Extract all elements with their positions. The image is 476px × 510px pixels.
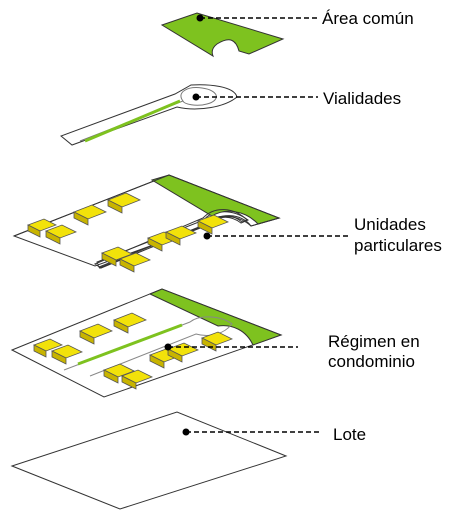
label-vialidades-line: Vialidades (323, 89, 401, 108)
label-regimen-line-1: Régimen en (328, 332, 420, 351)
unit-block (197, 220, 213, 235)
unit-block (45, 230, 61, 245)
unit-block (165, 231, 181, 246)
layer-vialidades: Vialidades (60, 84, 401, 146)
common-area-shape (160, 12, 285, 58)
road-green-strip (84, 99, 181, 143)
layer-area-comun: Área común (160, 9, 414, 58)
label-regimen: Régimen en condominio (328, 332, 424, 371)
unit-block (119, 258, 135, 273)
units-lot-outline (13, 174, 281, 269)
units-lot-shape (12, 174, 281, 268)
label-area-comun: Área común (322, 9, 414, 28)
label-unidades-line-1: Unidades (354, 215, 426, 234)
road-stroke (79, 87, 217, 142)
lote-shape (10, 411, 288, 510)
condo-green-strip (77, 323, 183, 366)
label-unidades: Unidades particulares (354, 215, 442, 255)
label-vialidades: Vialidades (323, 89, 401, 108)
layer-unidades: Unidades particulares (12, 174, 442, 273)
layer-lote: Lote (10, 411, 366, 510)
unit-block (33, 344, 47, 358)
unit-block (101, 252, 117, 267)
unit-block (27, 224, 41, 238)
label-lote-line: Lote (333, 425, 366, 444)
unit-block (79, 330, 95, 345)
label-unidades-line-2: particulares (354, 236, 442, 255)
condo-road (63, 316, 233, 377)
layer-regimen: Régimen en condominio (10, 288, 424, 398)
unit-block (107, 199, 123, 214)
unit-block (149, 354, 165, 369)
unit-block (147, 237, 163, 252)
unit-block (103, 369, 119, 384)
unit-block (167, 348, 183, 363)
unit-block (73, 211, 89, 226)
label-lote: Lote (333, 425, 366, 444)
label-regimen-line-2: condominio (328, 352, 415, 371)
unit-block (51, 350, 67, 365)
condo-blocks (33, 312, 233, 390)
unit-block (113, 319, 129, 334)
units-blocks (27, 192, 229, 273)
label-area-comun-line: Área común (322, 9, 414, 28)
unit-block (121, 375, 137, 390)
